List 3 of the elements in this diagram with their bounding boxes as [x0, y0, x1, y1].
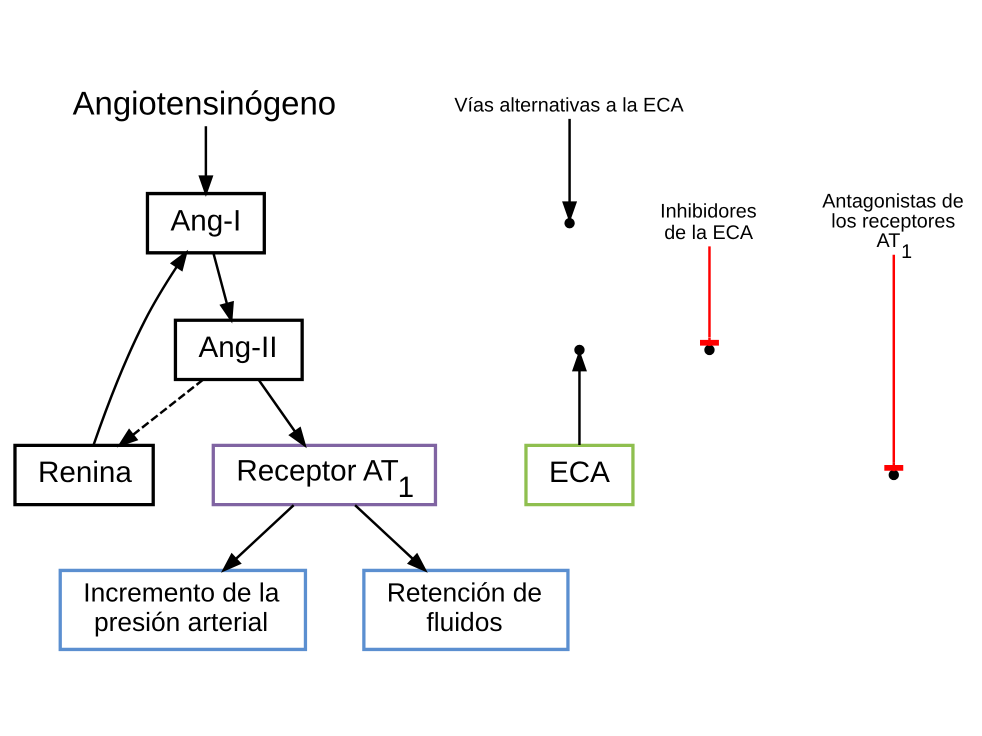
- node-text: Vías alternativas a la ECA: [454, 94, 684, 116]
- node-text: Inhibidores de la ECA: [660, 200, 757, 244]
- node-text: Angiotensinógeno: [72, 84, 336, 122]
